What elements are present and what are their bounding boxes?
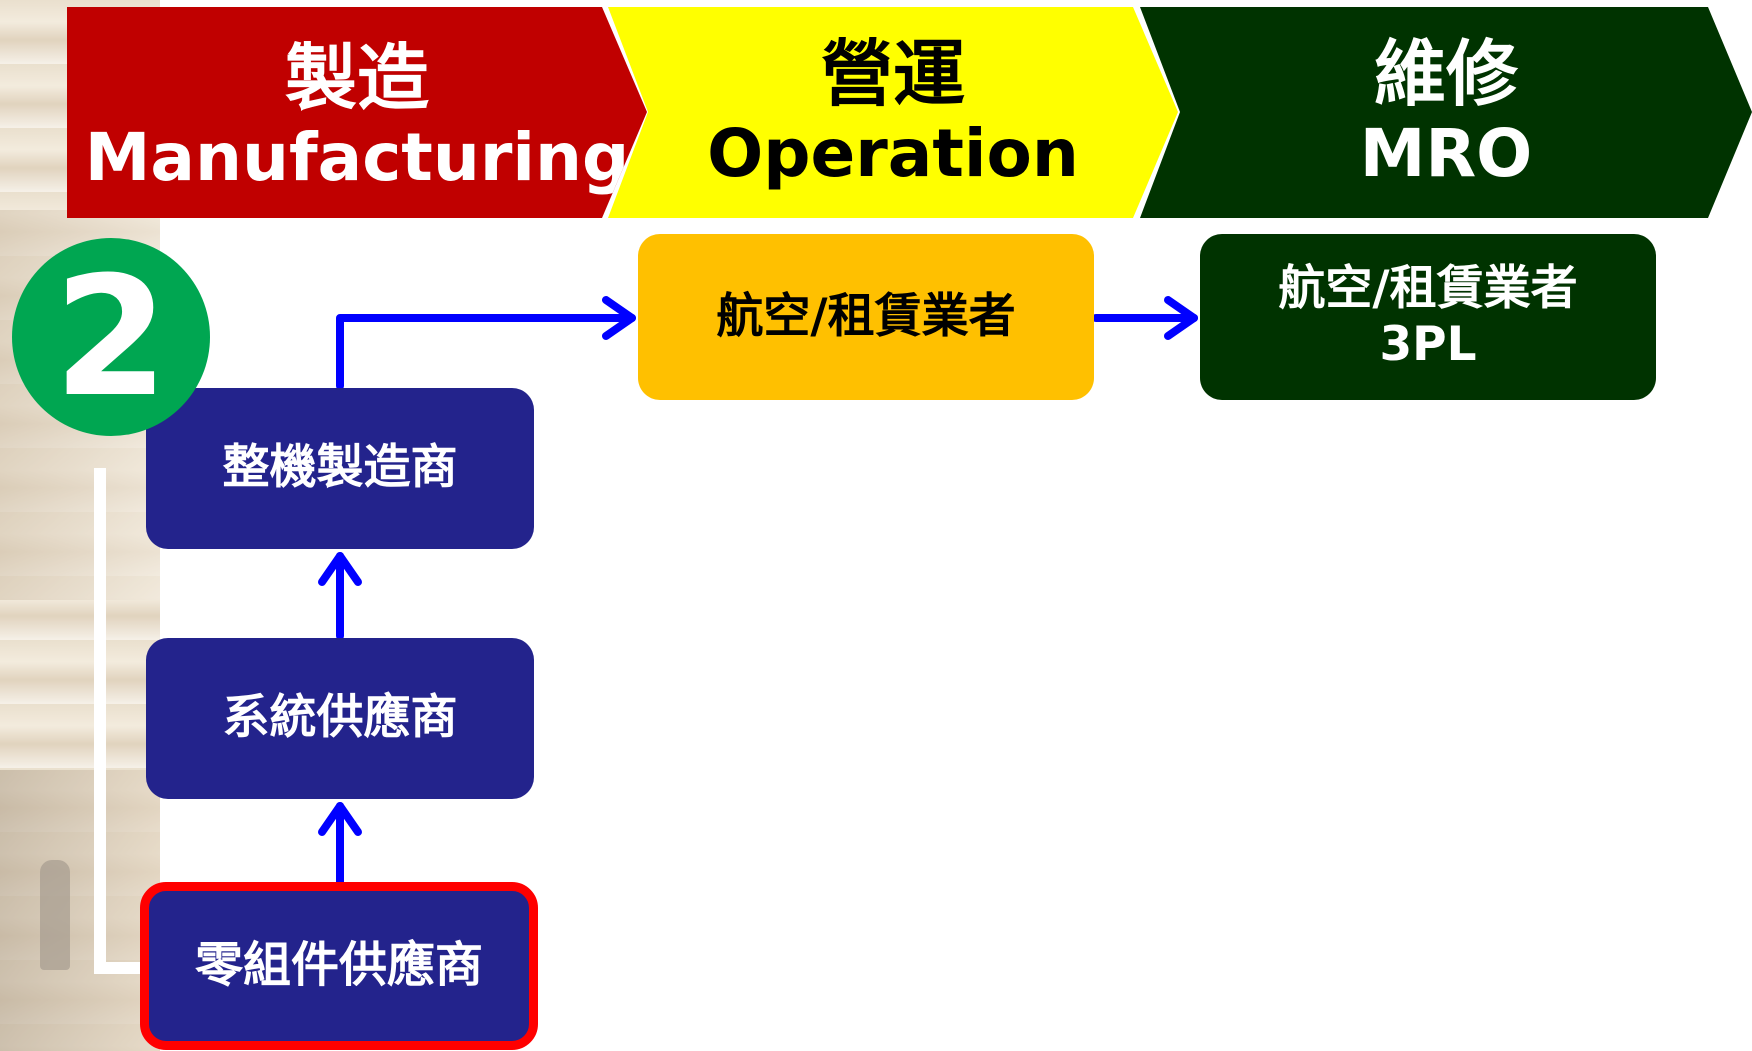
operator-label: 航空/租賃業者 [716,288,1016,344]
system-supplier-label: 系統供應商 [222,690,458,746]
mro-label-line1: 航空/租賃業者 [1278,260,1578,316]
step-number: 2 [53,240,169,433]
mro-label-line2: 3PL [1379,317,1477,372]
bracket-line [94,468,146,974]
arrowhead-mro [1164,296,1198,340]
phase-mro-zh: 維修 [1373,32,1518,117]
phase-operation-en: Operation [707,114,1079,192]
arrowhead-operator [602,296,636,340]
parts-supplier-label: 零組件供應商 [194,937,483,994]
phase-operation: 營運 Operation [608,7,1178,218]
oem-box: 整機製造商 [146,388,534,549]
step-number-badge: 2 [12,238,210,436]
operator-box: 航空/租賃業者 [638,234,1094,400]
phase-manufacturing-zh: 製造 [284,36,429,120]
phase-operation-zh: 營運 [820,32,965,117]
parts-supplier-box: 零組件供應商 [140,882,538,1050]
arrowhead-oem [318,552,362,586]
system-supplier-box: 系統供應商 [146,638,534,799]
arrow-oem-to-operator [336,314,636,390]
phase-mro: 維修 MRO [1140,7,1752,218]
mro-box: 航空/租賃業者 3PL [1200,234,1656,400]
phase-mro-en: MRO [1359,114,1533,192]
arrowhead-system [318,802,362,836]
phase-manufacturing: 製造 Manufacturing [67,7,647,218]
phase-manufacturing-en: Manufacturing [84,118,630,196]
oem-label: 整機製造商 [222,440,458,496]
